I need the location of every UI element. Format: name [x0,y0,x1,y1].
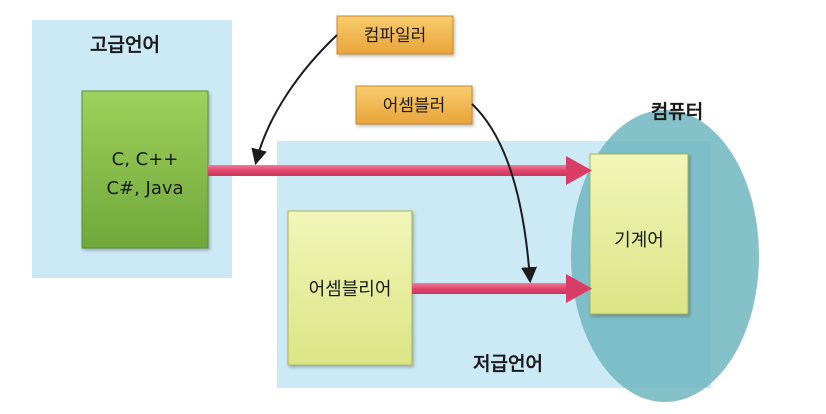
assembler-label: 어셈블러 [383,96,446,116]
assembly-language-label: 어셈블리어 [309,279,392,300]
computer-title: 컴퓨터 [651,101,703,123]
high-level-title: 고급언어 [90,34,160,56]
languages-line1: C, C++ [112,149,179,170]
compiler-label: 컴파일러 [364,26,427,46]
assembly-to-machine-arrow [412,274,592,303]
compiler-curve-arrow [251,34,338,166]
languages-line2: C#, Java [106,178,183,199]
compiler-tag [336,15,454,55]
machine-language-label: 기계어 [614,230,664,251]
assembler-tag [355,85,473,125]
low-level-title: 저급언어 [473,353,543,375]
assembler-curve-arrow [471,103,538,284]
assembly-language-box [287,210,413,366]
machine-language-box [589,153,689,315]
high-level-to-machine-arrow [208,156,592,185]
